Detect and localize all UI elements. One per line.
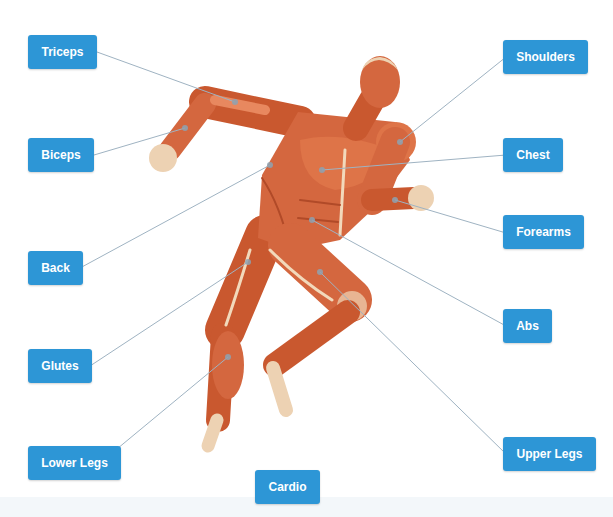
label-text: Biceps bbox=[41, 148, 80, 162]
label-box: Shoulders bbox=[503, 40, 588, 74]
label-box: Upper Legs bbox=[503, 437, 596, 471]
label-text: Abs bbox=[516, 319, 539, 333]
leader-line bbox=[395, 200, 506, 233]
label-box: Back bbox=[28, 251, 83, 285]
label-text: Shoulders bbox=[516, 50, 575, 64]
label-text: Upper Legs bbox=[516, 447, 582, 461]
leader-line bbox=[97, 52, 235, 102]
label-text: Triceps bbox=[41, 45, 83, 59]
leader-line bbox=[400, 57, 506, 142]
label-box: Biceps bbox=[28, 138, 94, 172]
label-text: Back bbox=[41, 261, 70, 275]
label-box: Triceps bbox=[28, 35, 97, 69]
label-box: Glutes bbox=[28, 349, 92, 383]
marker-dots bbox=[182, 99, 403, 360]
leader-line bbox=[312, 220, 506, 326]
label-text: Forearms bbox=[516, 225, 571, 239]
label-text: Lower Legs bbox=[41, 456, 108, 470]
label-box: Forearms bbox=[503, 215, 584, 249]
label-text: Chest bbox=[516, 148, 549, 162]
leader-line bbox=[80, 165, 270, 268]
label-box: Abs bbox=[503, 309, 552, 343]
label-box: Lower Legs bbox=[28, 446, 121, 480]
leader-line bbox=[320, 272, 506, 454]
leader-line bbox=[322, 155, 506, 170]
leader-line bbox=[90, 262, 248, 366]
label-box: Chest bbox=[503, 138, 563, 172]
leader-lines bbox=[80, 52, 506, 463]
label-box: Cardio bbox=[255, 470, 320, 504]
label-text: Cardio bbox=[268, 480, 306, 494]
leader-line bbox=[94, 128, 185, 155]
label-text: Glutes bbox=[41, 359, 78, 373]
